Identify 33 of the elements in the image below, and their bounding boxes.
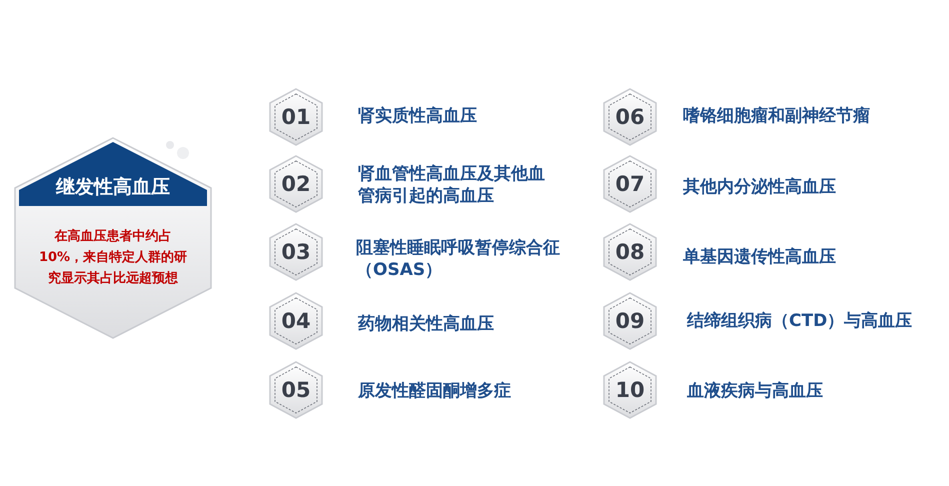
number-label: 03 — [280, 239, 312, 266]
item-title: 血液疾病与高血压 — [687, 380, 824, 402]
number-label: 07 — [614, 171, 646, 198]
number-label: 01 — [280, 104, 312, 131]
number-label: 09 — [614, 308, 646, 335]
item-title: 嗜铬细胞瘤和副神经节瘤 — [683, 105, 871, 127]
number-label: 06 — [614, 104, 646, 131]
hexagon-badge — [270, 89, 322, 145]
number-label: 10 — [614, 377, 646, 404]
hexagon-badge — [604, 89, 656, 145]
hexagon-badge — [604, 156, 656, 212]
hexagon-panel — [15, 138, 211, 338]
hexagon-badge — [270, 156, 322, 212]
number-label: 08 — [614, 239, 646, 266]
hexagon-badge — [604, 362, 656, 418]
panel-heading: 继发性高血压 — [54, 175, 171, 200]
panel-description: 在高血压患者中约占10%，来自特定人群的研究显示其占比远超预想 — [38, 228, 188, 288]
hexagon-badge — [604, 224, 656, 280]
item-title: 肾血管性高血压及其他血管病引起的高血压 — [358, 163, 546, 207]
item-title: 原发性醛固酮增多症 — [358, 380, 512, 402]
number-label: 02 — [280, 171, 312, 198]
item-title: 药物相关性高血压 — [358, 313, 495, 335]
hexagon-badge — [604, 293, 656, 349]
hexagon-badge — [270, 293, 322, 349]
item-title: 单基因遗传性高血压 — [683, 246, 837, 268]
item-title: 结缔组织病（CTD）与高血压 — [687, 310, 914, 332]
number-label: 04 — [280, 308, 312, 335]
number-label: 05 — [280, 377, 312, 404]
item-title: 肾实质性高血压 — [358, 105, 478, 127]
item-title: 阻塞性睡眠呼吸暂停综合征（OSAS） — [356, 237, 561, 281]
item-title: 其他内分泌性高血压 — [683, 176, 837, 198]
hexagon-badge — [270, 362, 322, 418]
hexagon-badge — [270, 224, 322, 280]
